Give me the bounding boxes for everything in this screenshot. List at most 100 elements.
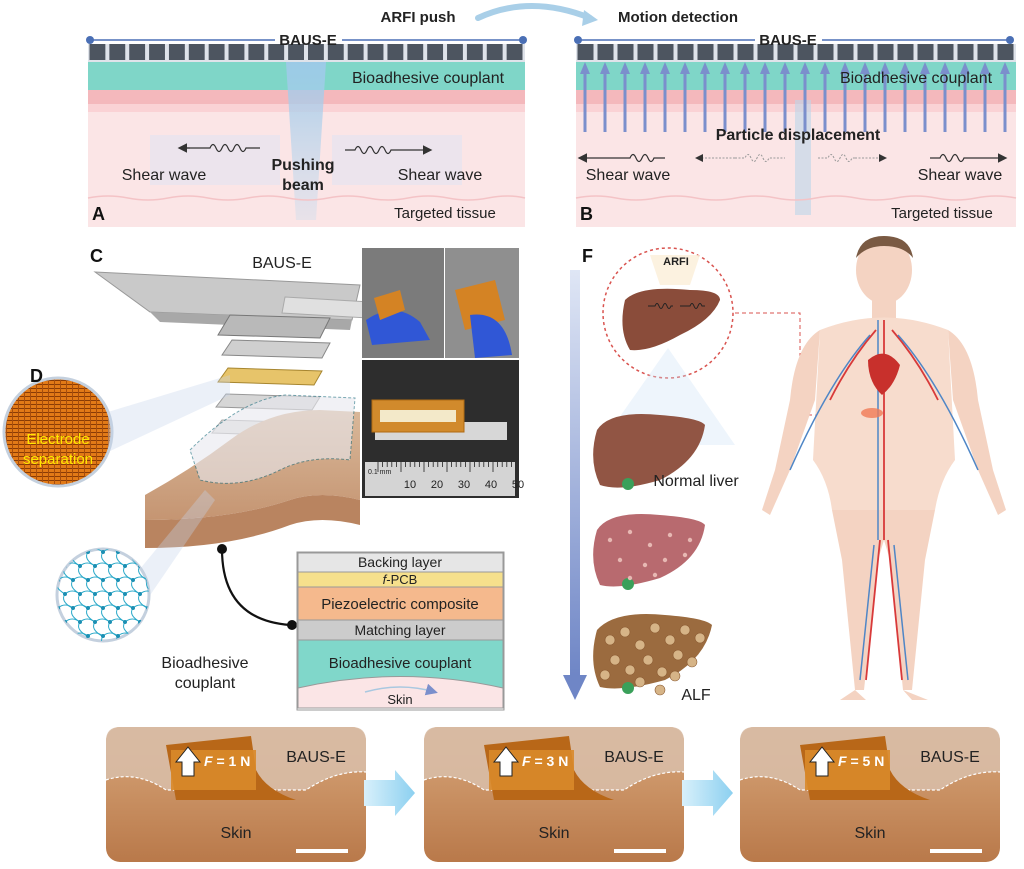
transducer-element: [957, 44, 974, 60]
stack-label-fpcb-prefix: f: [383, 572, 388, 587]
panel-c: C BAUS-E D Electrode separation Bioadhes…: [2, 246, 524, 711]
transducer-element: [466, 44, 483, 60]
normal-liver-label: Normal liver: [653, 473, 739, 490]
transducer-element: [877, 44, 894, 60]
transducer-element: [617, 44, 634, 60]
transducer-element: [717, 44, 734, 60]
skin-label: Skin: [854, 825, 885, 842]
panel-b-couplant-label: Bioadhesive couplant: [840, 70, 993, 87]
skin-label: Skin: [220, 825, 251, 842]
panel-a-pushing: Pushing: [271, 157, 334, 174]
veins: [789, 320, 979, 681]
transducer-element: [917, 44, 934, 60]
transducer-element: [997, 44, 1014, 60]
step-arrow-1: [364, 770, 415, 816]
scale-bar: [614, 849, 666, 853]
force-label: F = 5 N: [838, 753, 884, 769]
heart: [868, 353, 900, 395]
transducer-element: [737, 44, 754, 60]
transducer-element: [937, 44, 954, 60]
transducer-element: [977, 44, 994, 60]
transducer-element: [657, 44, 674, 60]
panel-b-transducer-array: [576, 44, 1016, 62]
force-frame-2: F = 3 N BAUS-E Skin: [423, 727, 685, 862]
device-label: BAUS-E: [920, 749, 980, 766]
transducer-element: [89, 44, 106, 60]
fibrotic-liver: [593, 514, 705, 587]
transducer-element: [387, 44, 404, 60]
transducer-element: [637, 44, 654, 60]
force-label: F = 3 N: [522, 753, 568, 769]
ruler-unit: 0.1 mm: [368, 469, 392, 476]
ruler-tick-label: 50: [512, 479, 524, 491]
transducer-element: [407, 44, 424, 60]
panel-b-detection-arrows: [580, 62, 1010, 132]
liver-location: [861, 408, 883, 418]
panel-a-tissue-label: Targeted tissue: [394, 205, 496, 222]
transducer-element: [367, 44, 384, 60]
transducer-element: [427, 44, 444, 60]
shear-wave-right-glyph: [345, 145, 420, 155]
stack-label-backing: Backing layer: [358, 554, 442, 570]
transducer-element: [817, 44, 834, 60]
transducer-element: [188, 44, 205, 60]
stack-piezo: [297, 586, 504, 621]
transducer-element: [486, 44, 503, 60]
panel-c-letter: C: [90, 246, 103, 266]
skin-label: Skin: [538, 825, 569, 842]
panel-a: BAUS-E Bioadhesive couplant Shear wave S…: [86, 32, 527, 227]
pushing-beam: [286, 62, 326, 220]
electrode-line1: Electrode: [26, 431, 89, 448]
shear-wave-left-glyph: [185, 143, 260, 153]
panel-f: F ARFI Normal liver ALF: [563, 246, 860, 704]
stack-label-skin: Skin: [387, 692, 412, 707]
transducer-element: [327, 44, 344, 60]
transducer-element: [597, 44, 614, 60]
force-arrow-icon: [174, 746, 202, 777]
transducer-element: [897, 44, 914, 60]
svg-text:f-PCB: f-PCB: [383, 572, 418, 587]
panel-b: BAUS-E Bioadhesive couplant Particle dis…: [574, 32, 1017, 227]
panel-f-letter: F: [582, 246, 593, 266]
transducer-element: [797, 44, 814, 60]
scale-bar: [930, 849, 982, 853]
panel-a-letter: A: [92, 204, 105, 224]
arfi-label: ARFI: [663, 256, 689, 268]
panel-d-letter: D: [30, 366, 43, 386]
stack-label-couplant: Bioadhesive couplant: [329, 655, 472, 672]
liver-zoom: [622, 288, 720, 351]
transducer-element: [506, 44, 523, 60]
electrode-line2: separation: [23, 451, 93, 468]
panel-b-shear-right: Shear wave: [918, 167, 1003, 184]
transducer-element: [228, 44, 245, 60]
transducer-element: [697, 44, 714, 60]
force-frame-3: F = 5 N BAUS-E Skin: [739, 727, 1001, 862]
ruler-tick-label: 20: [431, 479, 443, 491]
couplant-film: [189, 394, 356, 484]
transducer-element: [777, 44, 794, 60]
couplant-label-line2: couplant: [175, 675, 236, 692]
motion-detection-label: Motion detection: [618, 9, 738, 26]
legs: [832, 510, 935, 690]
transducer-element: [347, 44, 364, 60]
arfi-push-label: ARFI push: [381, 9, 456, 26]
transition-arrow: [475, 3, 593, 21]
panel-a-couplant-label: Bioadhesive couplant: [352, 70, 505, 87]
transducer-element: [308, 44, 324, 60]
panel-a-device-label: BAUS-E: [279, 32, 337, 49]
stack-label-matching: Matching layer: [354, 622, 445, 638]
couplant-label-line1: Bioadhesive: [161, 655, 248, 672]
normal-liver: [593, 414, 705, 488]
layer-stack: Backing layer f-PCB Piezoelectric compos…: [296, 551, 505, 711]
device-label: BAUS-E: [286, 749, 346, 766]
transducer-element: [109, 44, 126, 60]
device-label: BAUS-E: [604, 749, 664, 766]
ruler-tick-label: 40: [485, 479, 497, 491]
transducer-element: [208, 44, 225, 60]
panel-a-beam: beam: [282, 177, 324, 194]
panel-c-device-label: BAUS-E: [252, 255, 312, 272]
transducer-element: [447, 44, 463, 60]
right-arm: [948, 330, 1006, 515]
transducer-element: [268, 44, 285, 60]
